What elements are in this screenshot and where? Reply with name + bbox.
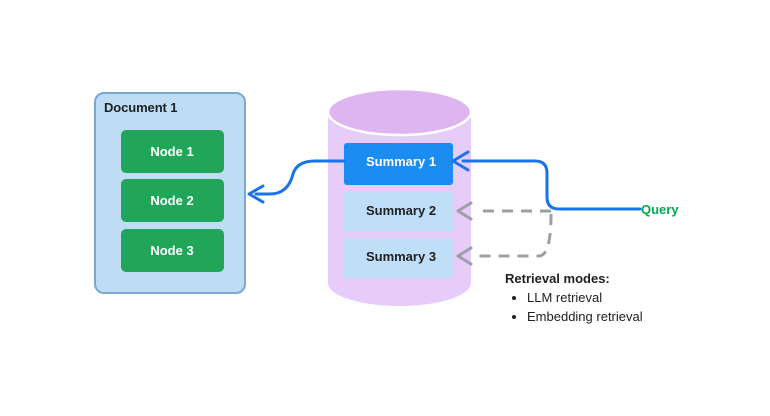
arrowhead-summary2 xyxy=(456,201,473,221)
retrieval-mode-item: Embedding retrieval xyxy=(527,307,643,326)
summary-box-2[interactable] xyxy=(344,192,453,232)
retrieval-modes-title: Retrieval modes: xyxy=(505,271,610,286)
arrowhead-summary3 xyxy=(456,246,473,266)
node-label-3: Node 3 xyxy=(150,243,194,258)
connector-summary1-to-document xyxy=(247,159,346,204)
summary-box-1[interactable] xyxy=(344,143,453,185)
node-box-1[interactable] xyxy=(121,130,224,173)
summary-label-1: Summary 1 xyxy=(365,154,437,169)
node-label-1: Node 1 xyxy=(150,144,194,159)
node-box-2[interactable] xyxy=(121,179,224,222)
node-box-3[interactable] xyxy=(121,229,224,272)
connector-query-to-summary1 xyxy=(451,150,642,211)
document-box-title: Document 1 xyxy=(104,100,178,115)
connector-query-to-summary2 xyxy=(456,201,551,221)
cylinder-top xyxy=(326,87,473,137)
summary-label-3: Summary 3 xyxy=(365,249,437,264)
arrowhead-summary1 xyxy=(451,150,470,172)
arrowhead-document xyxy=(247,184,265,204)
summary-label-2: Summary 2 xyxy=(365,203,437,218)
retrieval-mode-item: LLM retrieval xyxy=(527,288,643,307)
query-label: Query xyxy=(641,202,679,217)
connector-query-to-summary3 xyxy=(456,213,553,266)
summary-box-3[interactable] xyxy=(344,238,453,278)
node-label-2: Node 2 xyxy=(150,193,194,208)
retrieval-modes-list: LLM retrieval Embedding retrieval xyxy=(505,288,643,326)
